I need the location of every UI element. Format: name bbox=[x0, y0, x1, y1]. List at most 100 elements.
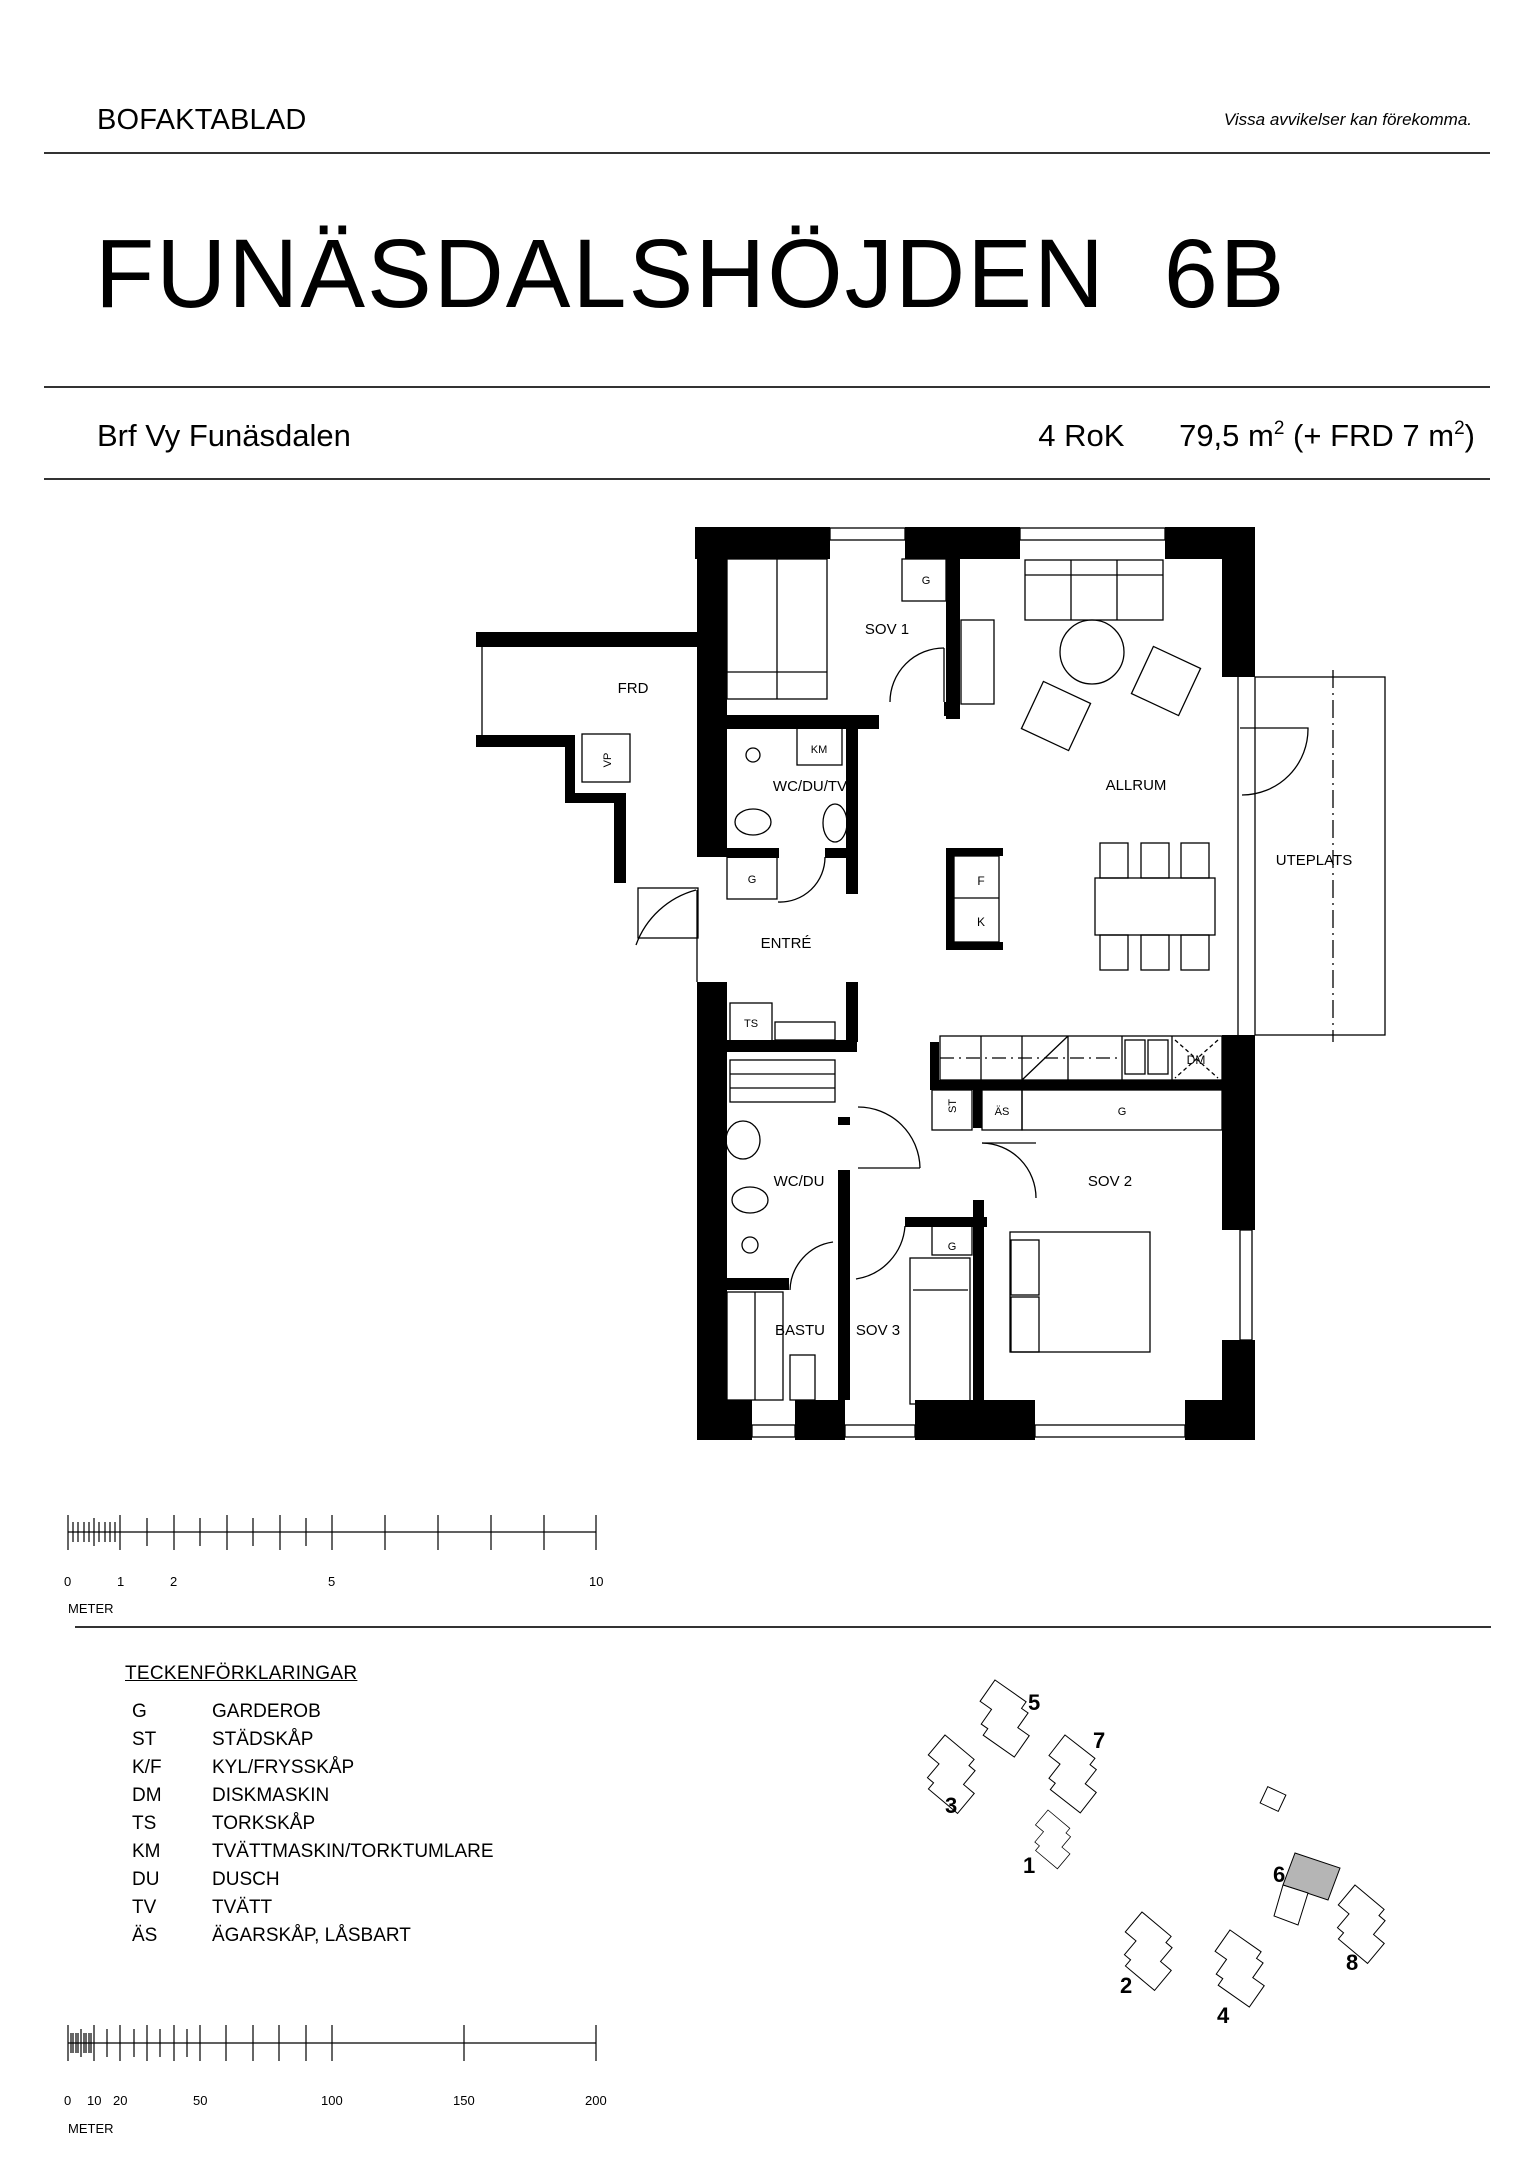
scale-large-tick-0: 0 bbox=[64, 2093, 72, 2108]
legend-abbr: TV bbox=[132, 1897, 157, 1918]
room-label-uteplats: UTEPLATS bbox=[1276, 852, 1352, 869]
building-label-4: 4 bbox=[1217, 2003, 1230, 2028]
building-8 bbox=[1321, 1884, 1402, 1964]
scale-small-tick-0: 0 bbox=[64, 1574, 72, 1589]
page-title: FUNÄSDALSHÖJDEN 6B bbox=[95, 219, 1287, 328]
living-area-value: 79,5 m bbox=[1179, 418, 1274, 453]
living-area: 79,5 m2 (+ FRD 7 m2) bbox=[1179, 418, 1475, 454]
header-divider bbox=[44, 152, 1490, 154]
legend-desc: TORKSKÅP bbox=[212, 1813, 316, 1834]
legend-item: TV TVÄTT bbox=[132, 1894, 494, 1922]
title-divider bbox=[44, 386, 1490, 388]
walls bbox=[476, 527, 1255, 1440]
scale-large-unit: METER bbox=[68, 2121, 114, 2136]
room-label-sov1: SOV 1 bbox=[865, 621, 909, 638]
building-label-8: 8 bbox=[1346, 1950, 1358, 1975]
scale-large-tick-50: 50 bbox=[193, 2093, 208, 2108]
building-label-3: 3 bbox=[945, 1793, 957, 1818]
legend-item: ÄS ÄGARSKÅP, LÅSBART bbox=[132, 1922, 494, 1950]
scale-bar-small bbox=[67, 1515, 597, 1550]
scale-small-tick-10: 10 bbox=[589, 1574, 604, 1589]
legend-abbr: ÄS bbox=[132, 1925, 158, 1946]
legend-item: KM TVÄTTMASKIN/TORKTUMLARE bbox=[132, 1838, 494, 1866]
legend-item: ST STÄDSKÅP bbox=[132, 1726, 494, 1754]
legend-abbr: G bbox=[132, 1701, 147, 1722]
fixtures bbox=[481, 527, 1386, 1438]
storage-area-value: (+ FRD 7 m bbox=[1284, 418, 1455, 453]
room-label-entre: ENTRÉ bbox=[761, 935, 812, 952]
building-6 bbox=[1273, 1852, 1341, 1926]
fridge-label-k: K bbox=[977, 915, 985, 929]
room-label-frd: FRD bbox=[618, 680, 649, 697]
room-label-ts: TS bbox=[744, 1018, 758, 1030]
legend-abbr: DU bbox=[132, 1869, 160, 1890]
legend-abbr: DM bbox=[132, 1785, 162, 1806]
legend-desc: STÄDSKÅP bbox=[212, 1729, 314, 1750]
building-label-2: 2 bbox=[1120, 1973, 1132, 1998]
area-unit-sup: 2 bbox=[1273, 418, 1285, 439]
legend-desc: DISKMASKIN bbox=[212, 1785, 330, 1806]
legend-item: DM DISKMASKIN bbox=[132, 1782, 494, 1810]
legend-abbr: KM bbox=[132, 1841, 161, 1862]
room-label-g-sov3: G bbox=[948, 1241, 957, 1253]
legend-desc: DUSCH bbox=[212, 1869, 280, 1890]
legend-desc: KYL/FRYSSKÅP bbox=[212, 1757, 355, 1778]
room-label-km: KM bbox=[811, 744, 828, 756]
scale-small-tick-5: 5 bbox=[328, 1574, 336, 1589]
apartment-summary: 4 RoK 79,5 m2 (+ FRD 7 m2) bbox=[1038, 418, 1475, 454]
scale-small-unit: METER bbox=[68, 1601, 114, 1616]
site-plan: 5 3 7 1 6 8 2 4 bbox=[911, 1679, 1402, 2028]
scale-bar-large bbox=[67, 2025, 597, 2061]
scale-small-tick-1: 1 bbox=[117, 1574, 125, 1589]
scale-large-tick-200: 200 bbox=[585, 2093, 607, 2108]
building-label-6: 6 bbox=[1273, 1862, 1285, 1887]
document-type-label: BOFAKTABLAD bbox=[97, 104, 307, 136]
scale-large-tick-100: 100 bbox=[321, 2093, 343, 2108]
room-label-vp: VP bbox=[602, 753, 614, 768]
legend-abbr: ST bbox=[132, 1729, 157, 1750]
room-label-allrum: ALLRUM bbox=[1106, 777, 1167, 794]
room-label-st: ST bbox=[947, 1099, 959, 1113]
scale-large-tick-20: 20 bbox=[113, 2093, 128, 2108]
legend-desc: GARDEROB bbox=[212, 1701, 321, 1722]
subtitle-divider bbox=[44, 478, 1490, 480]
room-label-g-entre: G bbox=[748, 874, 757, 886]
association-name: Brf Vy Funäsdalen bbox=[97, 418, 351, 453]
room-label-g-sov1: G bbox=[922, 575, 931, 587]
room-label-wc-du: WC/DU bbox=[774, 1173, 825, 1190]
legend-abbr: TS bbox=[132, 1813, 157, 1834]
room-label-wc-du-tv: WC/DU/TV bbox=[773, 778, 847, 795]
legend-desc: TVÄTT bbox=[212, 1897, 273, 1918]
legend-divider bbox=[75, 1626, 1491, 1628]
room-label-sov2: SOV 2 bbox=[1088, 1173, 1132, 1190]
room-labels: FRD VP SOV 1 G KM WC/DU/TV G ENTRÉ ALLRU… bbox=[602, 575, 1352, 1339]
room-label-g-sov2: G bbox=[1118, 1106, 1127, 1118]
scale-large-tick-150: 150 bbox=[453, 2093, 475, 2108]
storage-area-close: ) bbox=[1464, 418, 1475, 453]
legend-desc: ÄGARSKÅP, LÅSBART bbox=[212, 1925, 411, 1946]
room-label-sov3: SOV 3 bbox=[856, 1322, 900, 1339]
building-label-7: 7 bbox=[1093, 1728, 1105, 1753]
storage-building bbox=[1259, 1785, 1287, 1813]
legend-item: DU DUSCH bbox=[132, 1866, 494, 1894]
fridge-label-f: F bbox=[977, 874, 984, 888]
building-label-1: 1 bbox=[1023, 1853, 1035, 1878]
legend-item: G GARDEROB bbox=[132, 1698, 494, 1726]
storage-area-unit-sup: 2 bbox=[1454, 418, 1465, 439]
room-label-as: ÄS bbox=[995, 1106, 1010, 1118]
building-label-5: 5 bbox=[1028, 1690, 1040, 1715]
disclaimer-text: Vissa avvikelser kan förekomma. bbox=[1223, 110, 1472, 129]
building-4 bbox=[1199, 1929, 1280, 2008]
scale-small-tick-2: 2 bbox=[170, 1574, 178, 1589]
legend-item: K/F KYL/FRYSSKÅP bbox=[132, 1754, 494, 1782]
scale-large-tick-10: 10 bbox=[87, 2093, 102, 2108]
legend-abbr: K/F bbox=[132, 1757, 162, 1778]
legend-title: TECKENFÖRKLARINGAR bbox=[125, 1663, 358, 1684]
room-count: 4 RoK bbox=[1038, 418, 1125, 453]
room-label-dm: DM bbox=[1187, 1053, 1206, 1067]
legend-desc: TVÄTTMASKIN/TORKTUMLARE bbox=[212, 1841, 494, 1862]
legend-item: TS TORKSKÅP bbox=[132, 1810, 494, 1838]
room-label-bastu: BASTU bbox=[775, 1322, 825, 1339]
floor-plan: FRD VP SOV 1 G KM WC/DU/TV G ENTRÉ ALLRU… bbox=[476, 527, 1386, 1440]
